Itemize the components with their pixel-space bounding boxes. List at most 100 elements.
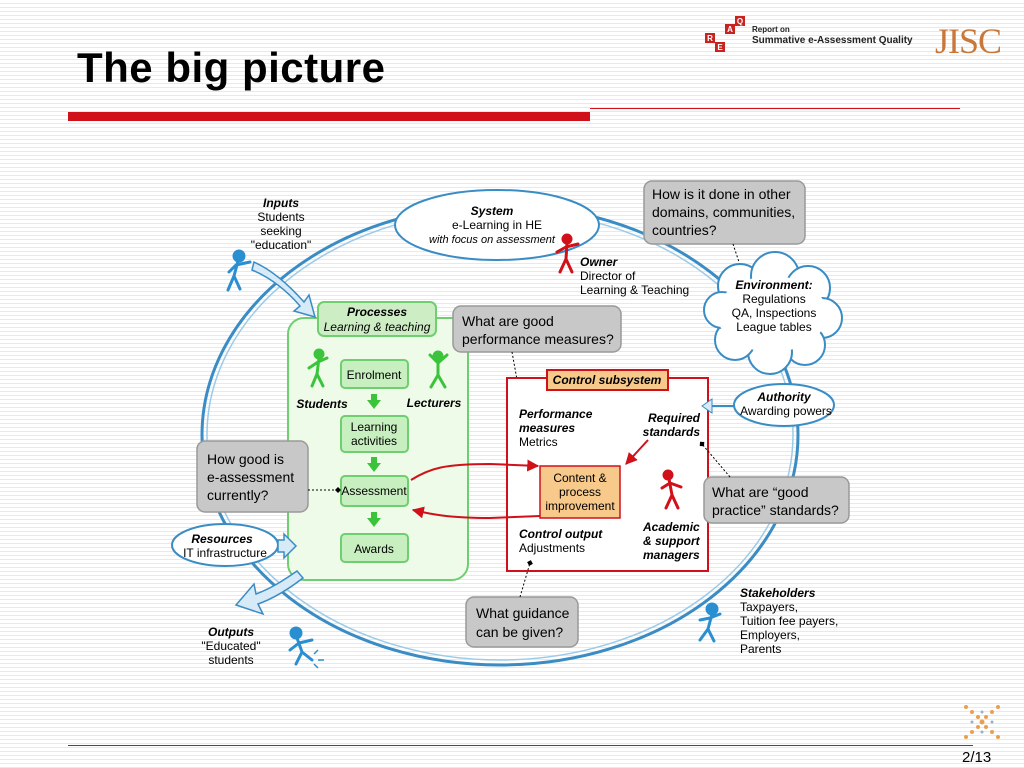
lecturers-label: Lecturers [407,396,462,410]
step-arrow [367,457,381,472]
content-improvement-line3: improvement [545,499,615,513]
jisc-logo: JISC [935,21,1002,61]
metrics-label: Metrics [519,435,558,449]
managers-line3: managers [643,548,700,562]
environment-line2: QA, Inspections [732,306,817,320]
step-arrow [367,394,381,409]
question-guidance-line1: What guidance [476,605,570,621]
reaq-letter-q: Q [737,17,743,26]
question-guidance [465,596,579,648]
processes-label: Processes [347,305,407,319]
system-label: System [471,204,514,218]
processes-header [317,301,437,337]
graduate-accent-icon [313,649,324,669]
input-student-icon [226,249,252,292]
inputs-line3: "education" [251,238,312,252]
question-good-practice [703,476,850,524]
system-bubble [394,189,600,261]
content-improvement-line1: Content & [553,471,606,485]
content-improvement-box [539,465,621,519]
question-guidance-line2: can be given? [476,624,563,640]
slide-title: The big picture [77,44,386,91]
content-improvement-line2: process [559,485,601,499]
stakeholder-item: Employers, [740,628,800,642]
learning-activities-step [340,415,409,453]
resources-value: IT infrastructure [183,546,267,560]
learning-activities-line1: Learning [351,420,398,434]
managers-line2: & support [643,534,701,548]
question-other-domains-line3: countries? [652,222,717,238]
reaq-letter-a: A [727,25,733,34]
stakeholders-label: Stakeholders [740,586,816,600]
input-arrow [251,260,317,319]
authority-arrow-head [701,398,713,414]
environment-line1: Regulations [742,292,805,306]
question-how-good-line1: How good is [207,451,284,467]
question-performance-line2: performance measures? [462,331,614,347]
standards-arrow [625,439,649,465]
footer-logo-icon [964,705,1000,739]
environment-cloud [703,251,843,375]
question-how-good [196,440,309,513]
title-rule-thin [590,108,960,109]
required-standards-line2: standards [643,425,701,439]
pointer-line [699,441,731,478]
manager-figure-icon [660,469,683,510]
question-how-good-line2: e-assessment [207,469,294,485]
stakeholder-item: Tuition fee payers, [740,614,838,628]
resources-label: Resources [191,532,253,546]
question-performance-line1: What are good [462,313,554,329]
control-subsystem-header [546,369,669,391]
system-line1: e-Learning in HE [452,218,542,232]
stakeholder-item: Parents [740,642,781,656]
report-title-line2: Summative e-Assessment Quality [752,35,913,46]
inputs-label: Inputs [263,196,299,210]
owner-line1: Director of [580,269,636,283]
student-figure-icon [307,348,329,388]
lecturer-figure-icon [428,350,449,389]
control-output-label: Control output [519,527,603,541]
assessment-to-control-arrow [410,459,540,481]
awards-step [340,533,409,563]
reaq-letter-e: E [717,43,723,52]
question-good-practice-line1: What are “good [712,484,809,500]
question-how-good-line3: currently? [207,487,269,503]
question-other-domains-line2: domains, communities, [652,204,795,220]
footer-rule [68,745,973,746]
step-arrow [367,512,381,527]
inputs-line2: seeking [260,224,301,238]
outputs-line1: "Educated" [201,639,260,653]
awards-label: Awards [354,542,394,556]
resources-arrow [277,532,298,560]
environment-label: Environment: [735,278,812,292]
reaq-letter-r: R [707,34,713,43]
page-number: 2/13 [962,749,992,766]
owner-label: Owner [580,255,619,269]
control-to-assessment-arrow [411,506,541,520]
report-title-line1: Report on [752,25,790,34]
system-line2: with focus on assessment [429,234,556,246]
owner-line2: Learning & Teaching [580,283,689,297]
required-standards-line1: Required [648,411,701,425]
inputs-line1: Students [257,210,304,224]
managers-line1: Academic [642,520,700,534]
graduate-figure-icon [288,626,314,666]
processes-subtitle: Learning & teaching [324,320,431,334]
reaq-logo: R E A Q [705,16,745,52]
stakeholder-item: Taxpayers, [740,600,798,614]
title-rule [68,112,590,121]
performance-measures-line1: Performance [519,407,593,421]
question-performance [452,305,622,353]
authority-value: Awarding powers [740,404,832,418]
adjustments-label: Adjustments [519,541,585,555]
question-other-domains [643,180,806,245]
stakeholder-figure-icon [698,602,722,643]
authority-bubble [733,383,835,427]
control-subsystem-title: Control subsystem [553,373,662,387]
environment-line3: League tables [736,320,811,334]
enrolment-step [340,359,409,389]
question-good-practice-line2: practice” standards? [712,502,839,518]
output-arrow [234,569,305,616]
students-label: Students [296,397,348,411]
